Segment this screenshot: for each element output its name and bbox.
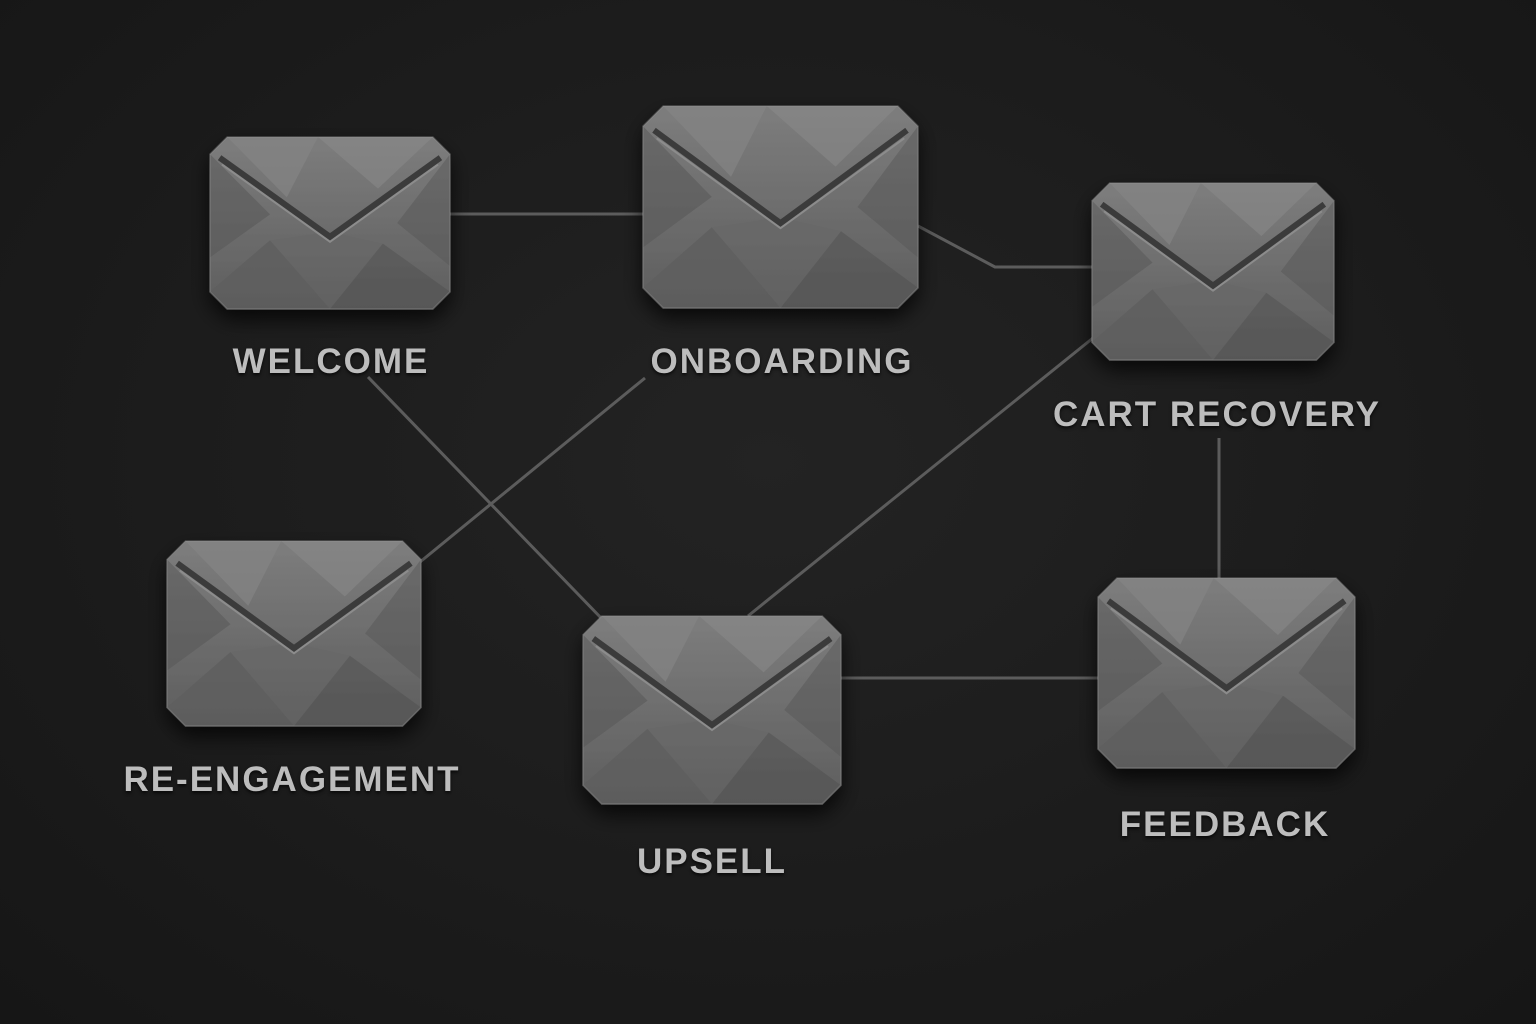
- connector-onboarding-to-re_engagement: [419, 376, 646, 564]
- node-label-welcome: WELCOME: [232, 342, 430, 381]
- envelope-icon[interactable]: [209, 136, 451, 310]
- node-label-feedback: FEEDBACK: [1119, 805, 1331, 844]
- envelope-icon[interactable]: [166, 540, 422, 727]
- envelope-icon[interactable]: [1097, 577, 1356, 769]
- envelope-icon[interactable]: [642, 105, 919, 309]
- node-label-upsell: UPSELL: [636, 842, 788, 881]
- connector-onboarding-to-cart_recovery: [917, 224, 1092, 269]
- envelope-icon[interactable]: [582, 615, 842, 805]
- connector-cart_recovery-to-upsell: [747, 336, 1094, 618]
- node-label-onboarding: ONBOARDING: [650, 342, 914, 381]
- node-label-cart-recovery: CART RECOVERY: [1052, 395, 1382, 434]
- envelope-icon[interactable]: [1091, 182, 1335, 361]
- node-label-re-engagement: RE-ENGAGEMENT: [123, 760, 461, 799]
- connector-welcome-to-upsell: [366, 375, 606, 623]
